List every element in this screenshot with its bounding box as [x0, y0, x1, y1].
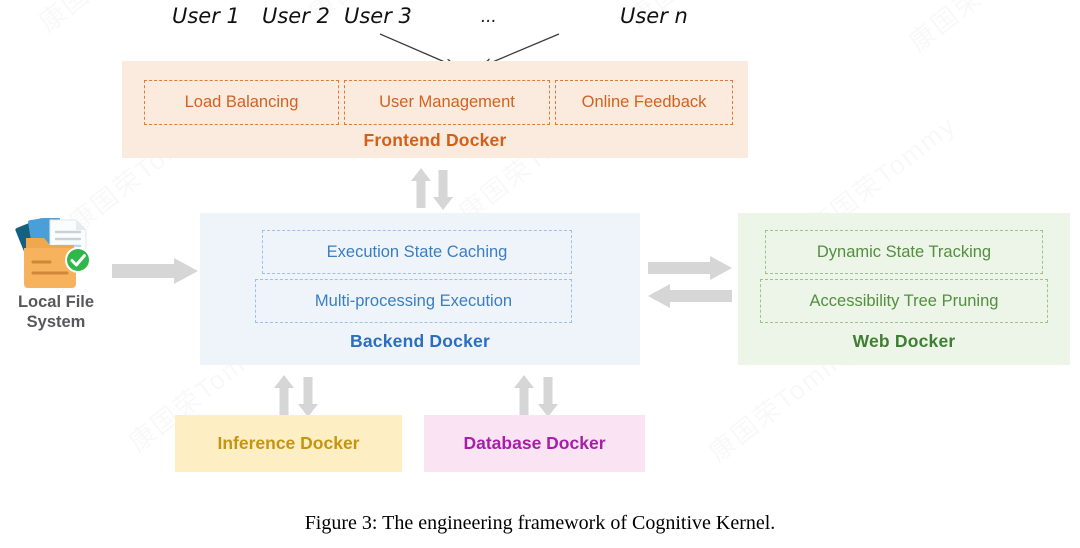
user-label-2: User 2 — [262, 4, 330, 28]
user-label-n: User n — [620, 4, 688, 28]
web-docker-title: Web Docker — [852, 331, 956, 351]
backend-docker-title: Backend Docker — [350, 331, 490, 351]
watermark: 康国荣Tommy — [30, 0, 193, 39]
arrow-backend-web — [648, 256, 734, 314]
chip-load-balancing[interactable]: Load Balancing — [144, 80, 339, 125]
user-label-1: User 1 — [172, 4, 240, 28]
inference-docker-title: Inference Docker — [217, 433, 360, 453]
inference-docker-panel: Inference Docker — [175, 415, 402, 472]
chip-accessibility-tree-pruning[interactable]: Accessibility Tree Pruning — [760, 279, 1048, 323]
database-docker-title: Database Docker — [463, 433, 606, 453]
frontend-docker-title: Frontend Docker — [363, 130, 507, 150]
local-file-system-label-line2: System — [26, 313, 86, 332]
chip-label: Dynamic State Tracking — [816, 242, 992, 261]
user-arrow-right — [473, 32, 568, 74]
local-file-system-label: Local File System — [0, 292, 112, 332]
chip-label: Accessibility Tree Pruning — [809, 291, 999, 310]
database-docker-panel: Database Docker — [424, 415, 645, 472]
arrow-filesystem-backend — [112, 258, 202, 284]
chip-multi-processing-execution[interactable]: Multi-processing Execution — [255, 279, 572, 323]
chip-label: Load Balancing — [184, 93, 299, 111]
folder-documents-check-icon — [10, 215, 104, 299]
chip-online-feedback[interactable]: Online Feedback — [555, 80, 733, 125]
local-file-system-label-line1: Local File — [17, 293, 95, 311]
chip-user-management[interactable]: User Management — [344, 80, 550, 125]
user-arrow-left — [378, 32, 473, 74]
frontend-docker-panel: Load Balancing User Management Online Fe… — [122, 61, 748, 158]
user-ellipsis: ... — [481, 6, 497, 27]
chip-execution-state-caching[interactable]: Execution State Caching — [262, 230, 572, 274]
chip-label: User Management — [379, 93, 515, 111]
chip-label: Execution State Caching — [326, 242, 508, 261]
web-docker-panel: Dynamic State Tracking Accessibility Tre… — [738, 213, 1070, 365]
arrow-frontend-backend — [411, 168, 462, 210]
arrow-backend-database — [512, 375, 562, 417]
user-label-3: User 3 — [344, 4, 412, 28]
figure-caption: Figure 3: The engineering framework of C… — [304, 512, 776, 534]
arrow-backend-inference — [272, 375, 322, 417]
chip-label: Online Feedback — [581, 93, 707, 111]
chip-dynamic-state-tracking[interactable]: Dynamic State Tracking — [765, 230, 1043, 274]
chip-label: Multi-processing Execution — [314, 291, 513, 310]
backend-docker-panel: Execution State Caching Multi-processing… — [200, 213, 640, 365]
watermark: 康国荣Tommy — [900, 0, 1063, 59]
